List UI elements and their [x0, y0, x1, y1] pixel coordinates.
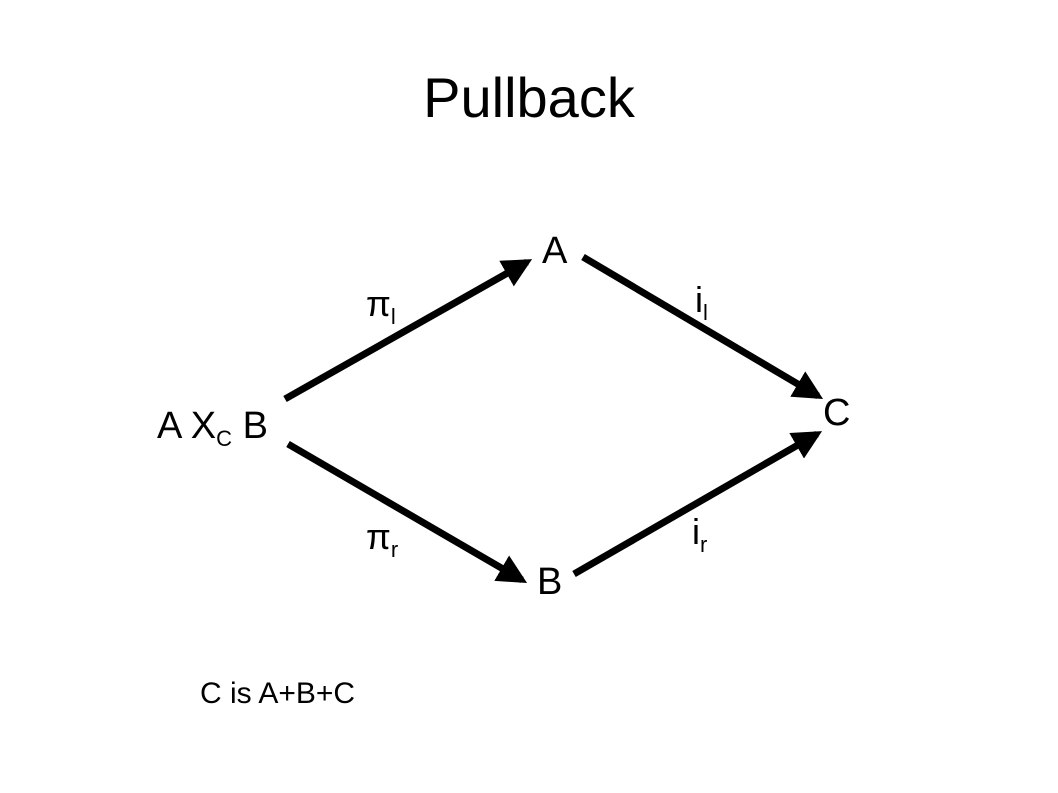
label-pi-l: πl — [366, 284, 396, 337]
label-pi-l-sub: l — [390, 304, 396, 329]
arrow-i-l — [581, 253, 824, 400]
label-i-l-sub: l — [703, 300, 708, 325]
arrow-i-r — [572, 430, 823, 578]
label-i-r: ir — [692, 512, 707, 565]
node-right: C — [823, 392, 851, 434]
slide-title: Pullback — [423, 66, 635, 129]
label-i-l-main: i — [695, 279, 703, 320]
node-bottom: B — [537, 561, 563, 603]
label-i-l: il — [695, 280, 708, 333]
node-left-pre: A X — [157, 405, 217, 447]
caption-note: C is A+B+C — [200, 677, 356, 710]
label-pi-l-main: π — [366, 283, 391, 324]
arrow-pi-r — [286, 440, 528, 584]
node-left-post: B — [242, 405, 268, 447]
label-pi-r-sub: r — [390, 537, 399, 562]
node-top: A — [542, 230, 568, 272]
node-left: A XC B — [157, 406, 268, 459]
node-left-sub: C — [216, 426, 233, 451]
label-i-r-main: i — [692, 511, 700, 552]
label-i-r-sub: r — [700, 532, 708, 557]
label-pi-r-main: π — [366, 516, 391, 557]
label-pi-r: πr — [366, 517, 398, 570]
arrow-pi-l — [283, 258, 533, 403]
